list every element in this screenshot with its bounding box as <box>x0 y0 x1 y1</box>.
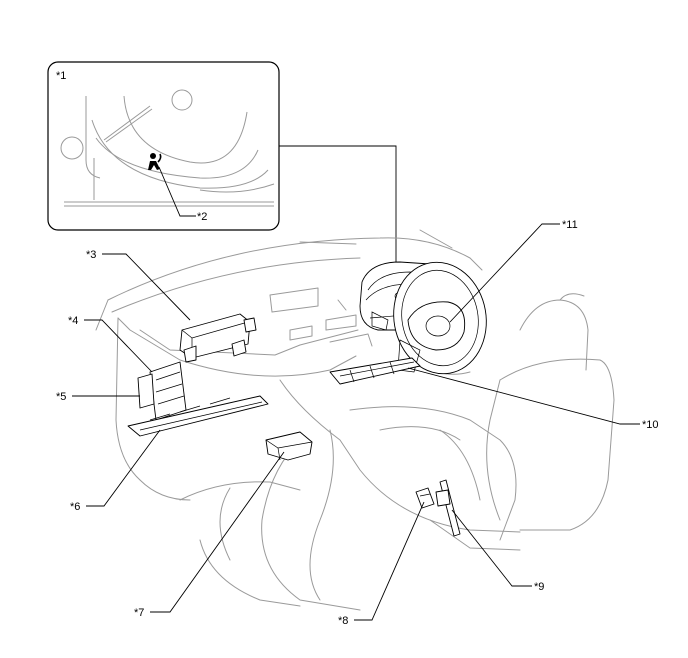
inset-detail-combination-meter <box>47 61 280 231</box>
callout-4: *4 <box>68 315 78 327</box>
driver-side-knee-airbag <box>329 357 421 385</box>
airbag-sensor-assembly <box>265 431 313 461</box>
leader-line-2 <box>158 166 196 217</box>
front-passenger-airbag <box>179 313 257 363</box>
leader-line-4 <box>84 319 153 373</box>
callout-9: *9 <box>534 581 544 593</box>
front-seat-outer-belt <box>435 479 461 537</box>
front-passenger-knee-airbag <box>127 361 269 437</box>
steering-wheel-airbag <box>371 261 487 375</box>
callout-1: *1 <box>56 70 66 82</box>
callout-8: *8 <box>338 615 348 627</box>
leader-line-8 <box>354 501 425 621</box>
leader-line-9 <box>451 509 532 587</box>
leader-lines <box>72 223 640 621</box>
leader-line-6 <box>86 429 161 507</box>
srs-warning-light-icon <box>148 153 162 170</box>
leader-line-10 <box>407 367 640 425</box>
callout-2: *2 <box>197 211 207 223</box>
leader-line-11 <box>449 223 560 323</box>
leader-line-7 <box>150 451 285 613</box>
leader-line-3 <box>102 253 191 321</box>
callout-5: *5 <box>56 391 66 403</box>
leader-line-1 <box>279 145 397 282</box>
callout-3: *3 <box>86 249 96 261</box>
callout-11: *11 <box>562 219 578 231</box>
seat-belt-buckle-switch <box>415 487 435 509</box>
callout-7: *7 <box>134 607 144 619</box>
callout-6: *6 <box>70 501 80 513</box>
callout-10: *10 <box>642 419 659 431</box>
